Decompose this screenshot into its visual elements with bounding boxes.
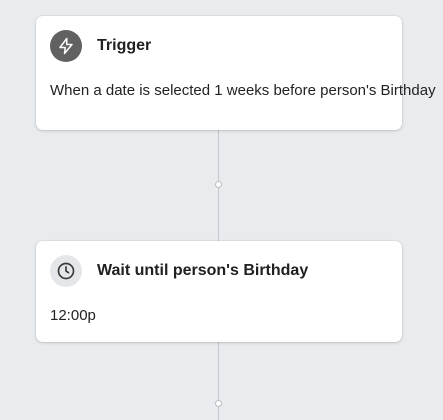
add-step-node[interactable] <box>215 400 222 407</box>
add-step-node[interactable] <box>215 181 222 188</box>
wait-step-card[interactable]: Wait until person's Birthday 12:00p <box>36 241 402 342</box>
connector-line <box>218 342 219 420</box>
step-description: When a date is selected 1 weeks before p… <box>50 82 436 99</box>
step-header: Trigger <box>50 30 151 62</box>
clock-icon <box>50 255 82 287</box>
step-title: Trigger <box>97 37 152 54</box>
step-title: Wait until person's Birthday <box>97 262 309 279</box>
lightning-bolt-icon <box>50 30 82 62</box>
step-header: Wait until person's Birthday <box>50 255 308 287</box>
trigger-step-card[interactable]: Trigger When a date is selected 1 weeks … <box>36 16 436 130</box>
step-description: 12:00p <box>50 307 96 324</box>
